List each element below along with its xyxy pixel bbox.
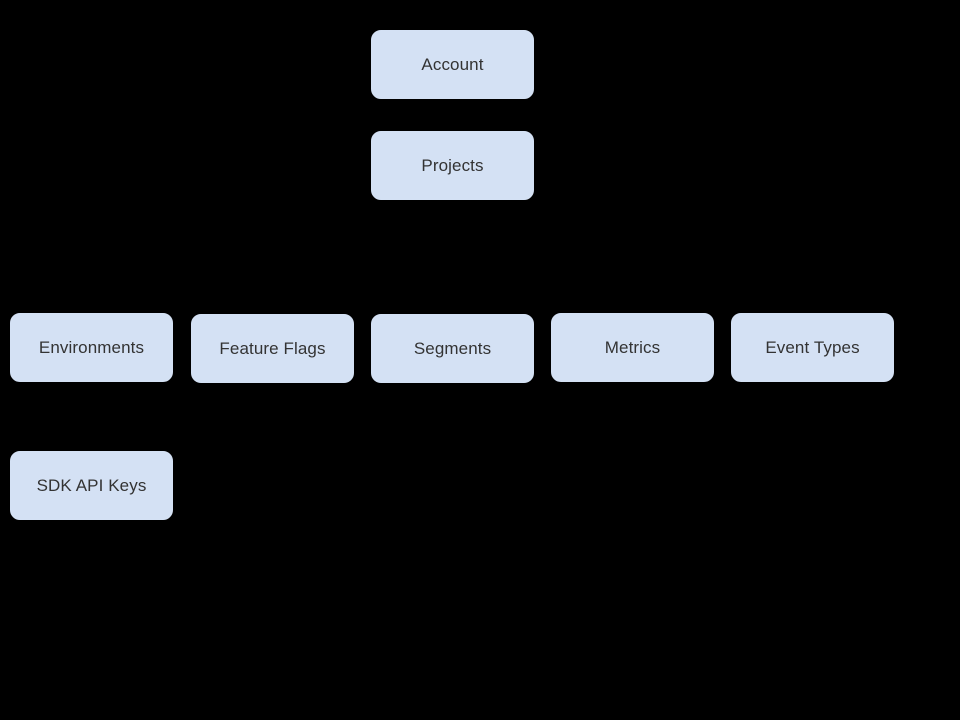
node-feature-flags[interactable]: Feature Flags bbox=[191, 314, 354, 383]
node-label: Projects bbox=[421, 155, 484, 175]
node-event-types[interactable]: Event Types bbox=[731, 313, 894, 382]
edge-projects-to-event-types bbox=[452, 200, 813, 313]
node-environments[interactable]: Environments bbox=[10, 313, 173, 382]
node-label: Metrics bbox=[604, 337, 661, 357]
node-account[interactable]: Account bbox=[371, 30, 534, 99]
node-metrics[interactable]: Metrics bbox=[551, 313, 714, 382]
node-label: Feature Flags bbox=[219, 338, 326, 358]
node-label: Environments bbox=[38, 337, 145, 357]
node-label: Event Types bbox=[765, 337, 860, 357]
edge-projects-to-feature-flags bbox=[272, 200, 453, 314]
node-projects[interactable]: Projects bbox=[371, 131, 534, 200]
edge-projects-to-environments bbox=[91, 200, 453, 313]
node-segments[interactable]: Segments bbox=[371, 314, 534, 383]
node-label: SDK API Keys bbox=[36, 475, 147, 495]
node-label: Account bbox=[421, 54, 484, 74]
edge-projects-to-metrics bbox=[452, 200, 633, 313]
node-sdk-api-keys[interactable]: SDK API Keys bbox=[10, 451, 173, 520]
node-label: Segments bbox=[413, 338, 492, 358]
